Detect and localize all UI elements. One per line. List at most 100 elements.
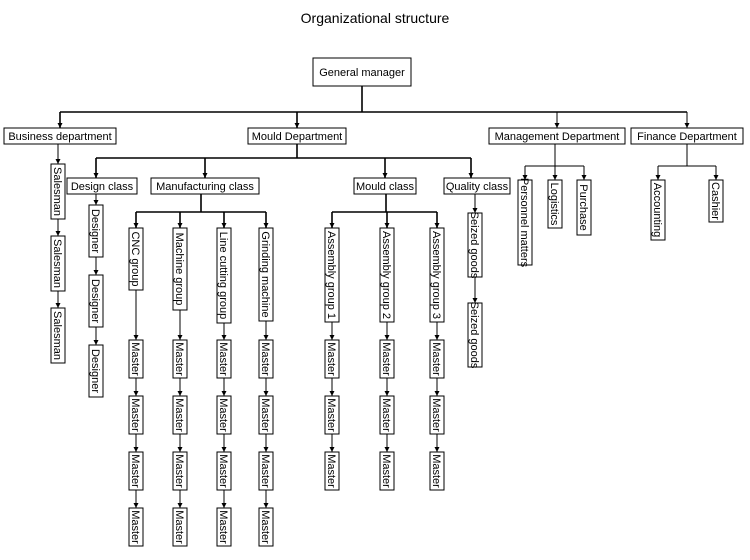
node-box [353,177,417,195]
node-label: Design class [71,181,134,193]
arrow-head [263,335,269,340]
node-master: Master [258,507,274,547]
arrow-head [55,159,61,164]
arrow-head [472,298,478,303]
arrow-head [263,223,269,228]
node-label: Master [430,398,442,432]
node-label: Master [217,510,229,544]
node-label: Assembly group 1 [325,231,337,319]
node-salesman: Salesman [50,235,66,292]
node-accounting: Accounting [650,179,666,241]
node-cnc-group: CNC group [128,227,144,291]
arrow-head [552,175,558,180]
node-box [517,179,533,266]
arrow-head [384,223,390,228]
arrow-head [202,173,208,178]
node-label: Manufacturing class [156,181,254,193]
arrow-head [55,231,61,236]
arrow-head [221,335,227,340]
arrow-head [263,447,269,452]
node-label: Salesman [51,167,63,216]
node-master: Master [128,395,144,435]
node-box [488,127,626,145]
node-box [88,344,104,398]
node-master: Master [379,451,395,491]
node-label: Master [380,454,392,488]
arrow-head [554,123,560,128]
node-master: Master [172,507,188,547]
node-label: Seized goods [468,302,480,369]
node-master: Master [128,451,144,491]
node-personnel-matters: Personnel matters [517,178,533,268]
arrow-head [93,270,99,275]
arrow-head [133,503,139,508]
node-label: Master [380,398,392,432]
arrow-head [434,447,440,452]
node-label: Master [259,510,271,544]
node-label: Master [217,342,229,376]
node-label: Designer [89,349,101,393]
node-label: Master [129,510,141,544]
node-manufacturing-class: Manufacturing class [150,177,260,195]
node-label: Assembly group 2 [380,231,392,319]
node-label: Finance Department [637,131,737,143]
node-designer: Designer [88,204,104,258]
node-box [467,302,483,368]
node-label: Grinding machine [259,231,271,317]
arrow-head [177,391,183,396]
node-label: Salesman [51,239,63,288]
node-master: Master [172,451,188,491]
node-label: Business department [8,131,111,143]
node-box [324,451,340,491]
arrow-head [93,340,99,345]
arrow-head [522,175,528,180]
node-master: Master [324,395,340,435]
arrow-head [581,175,587,180]
arrow-head [263,503,269,508]
arrow-head [221,503,227,508]
arrow-head [468,173,474,178]
node-master: Master [258,339,274,379]
node-master: Master [429,451,445,491]
node-label: Master [173,510,185,544]
node-business-department: Business department [3,127,117,145]
node-master: Master [429,339,445,379]
arrow-head [177,503,183,508]
node-box [172,507,188,547]
arrow-head [133,335,139,340]
node-master: Master [172,395,188,435]
node-management-department: Management Department [488,127,626,145]
node-box [50,307,66,364]
arrow-head [713,175,719,180]
node-grinding-machine: Grinding machine [258,227,274,322]
arrow-head [133,223,139,228]
node-box [258,507,274,547]
node-label: Purchase [577,184,589,230]
node-label: Logistics [548,183,560,226]
node-label: Machine group [173,233,185,306]
arrow-head [329,391,335,396]
node-master: Master [216,395,232,435]
node-box [150,177,260,195]
node-logistics: Logistics [547,179,563,229]
arrow-head [133,391,139,396]
arrow-head [221,391,227,396]
node-master: Master [429,395,445,435]
node-master: Master [172,339,188,379]
node-master: Master [216,339,232,379]
node-label: Personnel matters [518,178,530,268]
node-box [216,507,232,547]
arrow-head [221,223,227,228]
node-master: Master [216,507,232,547]
arrow-head [655,175,661,180]
arrow-head [177,447,183,452]
node-label: Designer [89,279,101,323]
node-salesman: Salesman [50,163,66,220]
node-assembly-group-3: Assembly group 3 [429,227,445,323]
arrow-head [384,391,390,396]
node-label: Master [259,398,271,432]
node-purchase: Purchase [576,179,592,236]
node-mould-class: Mould class [353,177,417,195]
arrow-head [384,335,390,340]
